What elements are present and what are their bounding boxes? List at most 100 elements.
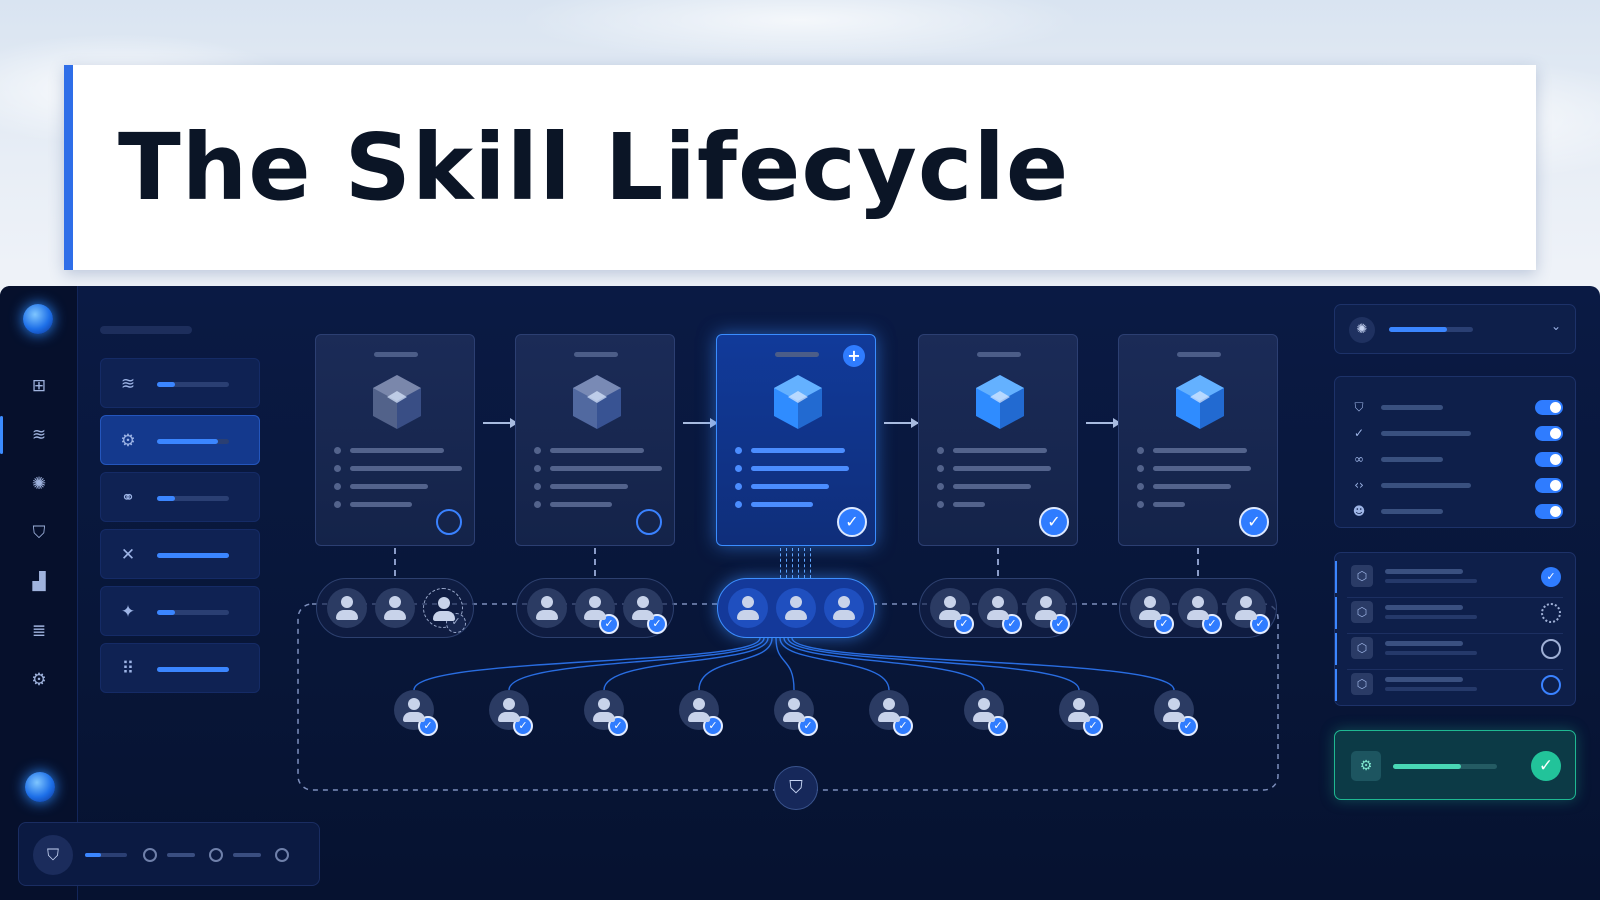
setting-toggle[interactable] [1535, 400, 1563, 415]
security-shield-icon[interactable]: ⛉ [774, 766, 818, 810]
contributor-avatar[interactable]: ✓ [964, 690, 1008, 736]
contributor-avatar[interactable]: ✓ [1154, 690, 1198, 736]
contributor-avatar[interactable]: ✓ [679, 690, 723, 736]
rail-active-indicator [0, 416, 3, 454]
stage-card-1[interactable] [315, 334, 475, 546]
skill-cube-icon [974, 373, 1026, 431]
team-member-avatar[interactable] [776, 588, 816, 628]
nav-item[interactable]: ✕ [100, 529, 260, 579]
stage-team[interactable]: ✓✓ [516, 578, 674, 638]
layers-icon[interactable]: ≋ [31, 425, 47, 445]
contributor-avatar[interactable]: ✓ [869, 690, 913, 736]
status-progress [85, 853, 127, 857]
list-divider [1347, 633, 1563, 634]
stage-team[interactable]: ✓✓✓ [919, 578, 1077, 638]
card-line [953, 502, 985, 507]
stage-card-2[interactable] [515, 334, 675, 546]
team-member-avatar[interactable] [824, 588, 864, 628]
team-member-avatar[interactable]: ✓ [1130, 588, 1174, 634]
card-title-placeholder [574, 352, 618, 357]
contributor-avatar[interactable]: ✓ [774, 690, 818, 736]
nav-item[interactable]: ⚙ [100, 415, 260, 465]
step-line-1 [167, 853, 195, 857]
contributor-avatar[interactable]: ✓ [1059, 690, 1103, 736]
nav-item[interactable]: ✦ [100, 586, 260, 636]
team-member-avatar[interactable]: ✓ [1026, 588, 1070, 634]
card-line [751, 448, 845, 453]
done-check-icon[interactable]: ✓ [1541, 567, 1561, 587]
stage-card-4[interactable]: ✓ [918, 334, 1078, 546]
card-bullet [334, 465, 341, 472]
stage-team[interactable]: ✓✓✓ [1119, 578, 1277, 638]
nav-item[interactable]: ≋ [100, 358, 260, 408]
stage-connector [780, 548, 781, 578]
fan-connector [603, 637, 769, 691]
assistant-orb-icon[interactable] [25, 772, 55, 802]
database-icon[interactable]: ≣ [31, 621, 47, 641]
brand-orb-icon[interactable] [23, 304, 53, 334]
stage-card-5[interactable]: ✓ [1118, 334, 1278, 546]
gear-icon[interactable]: ⚙ [31, 670, 47, 690]
project-selector[interactable]: ✺ ⌄ [1334, 304, 1576, 354]
team-member-avatar[interactable]: ✓ [1226, 588, 1270, 634]
nav-item-progress [157, 610, 229, 615]
stage-connector [804, 548, 805, 578]
team-member-avatar[interactable] [327, 588, 367, 628]
empty-status-icon[interactable] [1541, 639, 1561, 659]
team-member-avatar[interactable] [375, 588, 415, 628]
stage-connector [1197, 548, 1199, 576]
add-icon[interactable]: + [843, 345, 865, 367]
card-line [550, 484, 628, 489]
shield-icon[interactable]: ⛉ [32, 523, 46, 543]
setting-toggle[interactable] [1535, 478, 1563, 493]
fan-connector [779, 637, 890, 691]
card-line [550, 448, 644, 453]
card-bullet [1137, 501, 1144, 508]
contributor-avatar[interactable]: ✓ [489, 690, 533, 736]
team-member-avatar[interactable]: ✓ [978, 588, 1022, 634]
card-line [953, 466, 1051, 471]
card-line [350, 502, 412, 507]
layers-icon: ≋ [120, 374, 136, 394]
chevron-down-icon[interactable]: ⌄ [1550, 319, 1561, 333]
skill-cube-icon [772, 373, 824, 431]
team-member-avatar[interactable]: ✓ [423, 588, 466, 633]
check-circle-icon: ✓ [1353, 426, 1365, 440]
setting-toggle[interactable] [1535, 504, 1563, 519]
team-member-avatar[interactable]: ✓ [930, 588, 974, 634]
verified-check-icon: ✓ [893, 716, 913, 736]
team-member-avatar[interactable]: ✓ [623, 588, 667, 634]
nodes-icon[interactable]: ✺ [31, 474, 47, 494]
loading-icon[interactable] [1541, 603, 1561, 623]
team-member-avatar[interactable]: ✓ [575, 588, 619, 634]
stage-team[interactable]: ✓ [316, 578, 474, 638]
selector-progress [1389, 327, 1473, 332]
nav-item[interactable]: ⚭ [100, 472, 260, 522]
contributor-avatar[interactable]: ✓ [584, 690, 628, 736]
card-bullet [534, 483, 541, 490]
chart-icon[interactable]: ▟ [32, 572, 46, 592]
stage-card-3[interactable]: ✓+ [716, 334, 876, 546]
card-line [1153, 484, 1231, 489]
card-line [751, 502, 813, 507]
setting-label-placeholder [1381, 483, 1471, 488]
team-member-avatar[interactable] [728, 588, 768, 628]
contributor-avatar[interactable]: ✓ [394, 690, 438, 736]
verified-check-icon: ✓ [988, 716, 1008, 736]
setting-toggle[interactable] [1535, 426, 1563, 441]
list-accent [1335, 633, 1337, 665]
nav-item[interactable]: ⠿ [100, 643, 260, 693]
team-member-avatar[interactable] [527, 588, 567, 628]
stage-team[interactable] [717, 578, 875, 638]
grid-icon[interactable]: ⊞ [31, 376, 47, 396]
team-member-avatar[interactable]: ✓ [1178, 588, 1222, 634]
shield-status-icon[interactable]: ⛉ [33, 835, 73, 875]
card-line [350, 466, 462, 471]
verified-check-icon: ✓ [599, 614, 619, 634]
pending-status-icon [436, 509, 462, 535]
list-accent [1335, 561, 1337, 593]
nav-item-progress [157, 667, 229, 672]
pending-status-icon[interactable] [1541, 675, 1561, 695]
card-bullet [534, 447, 541, 454]
setting-toggle[interactable] [1535, 452, 1563, 467]
